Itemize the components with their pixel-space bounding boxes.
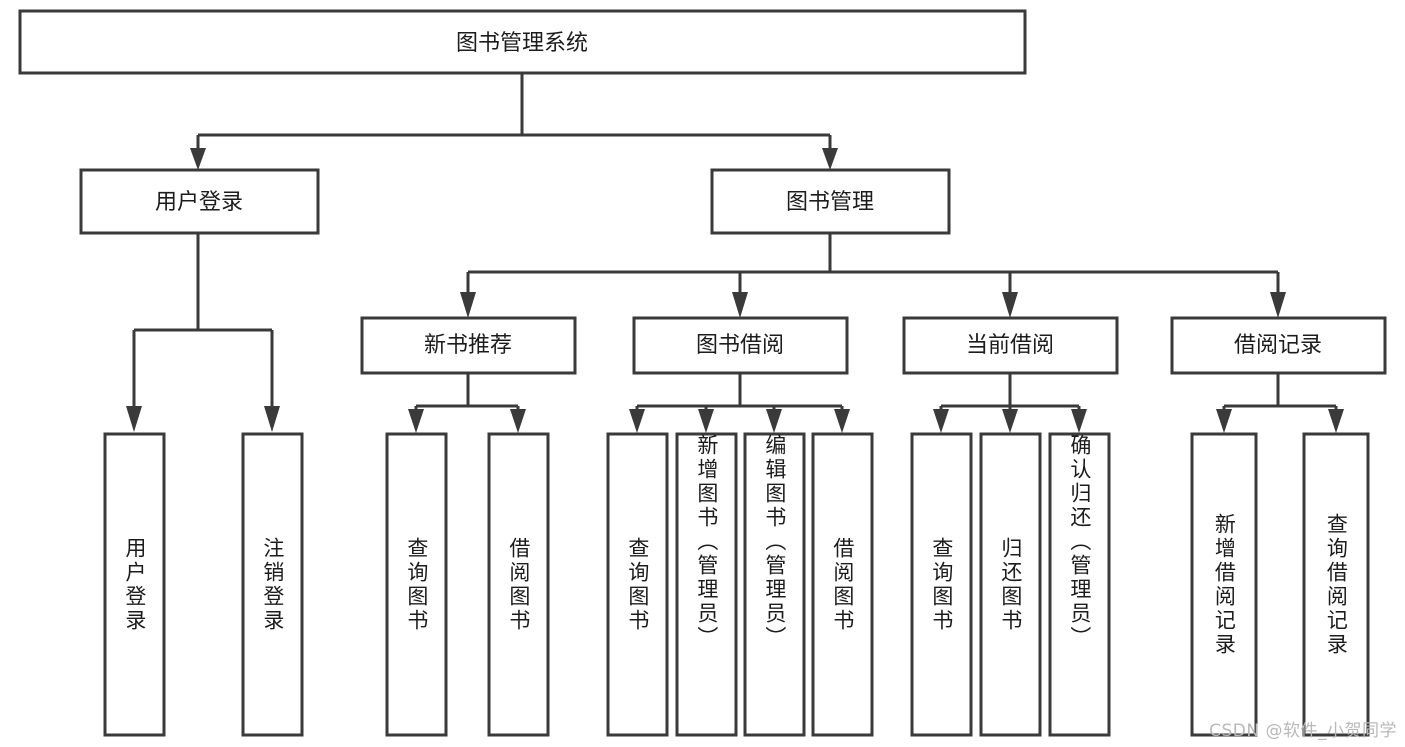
arrow-to-leaf-user-login xyxy=(126,406,142,432)
arrow-to-leaf-logout xyxy=(264,406,280,432)
leaf-box-current-return[interactable] xyxy=(979,432,1042,737)
arrow-to-current-leaf-1 xyxy=(933,409,949,433)
arrow-to-borrow-leaf-3 xyxy=(766,409,782,433)
node-root-system-label: 图书管理系统 xyxy=(456,31,588,56)
leaf-box-logout[interactable] xyxy=(241,432,304,737)
node-book-borrow[interactable]: 图书借阅 xyxy=(632,316,849,375)
node-book-management[interactable]: 图书管理 xyxy=(710,168,951,235)
arrow-to-user-login xyxy=(190,148,206,170)
arrow-to-borrow-leaf-4 xyxy=(834,409,850,433)
leaf-box-borrow-lend[interactable] xyxy=(811,432,874,737)
node-book-management-label: 图书管理 xyxy=(786,190,874,215)
node-user-login-label: 用户登录 xyxy=(155,190,243,215)
node-new-book-recommend[interactable]: 新书推荐 xyxy=(360,316,577,375)
arrow-to-record-leaf-1 xyxy=(1216,409,1232,433)
leaf-box-record-query[interactable] xyxy=(1302,432,1370,737)
arrow-to-recommend-leaf-1 xyxy=(408,409,424,433)
arrow-to-new-book-recommend xyxy=(460,292,476,318)
arrow-to-current-leaf-2 xyxy=(1002,409,1018,433)
node-book-borrow-label: 图书借阅 xyxy=(696,333,784,358)
leaf-box-borrow-query[interactable] xyxy=(606,432,669,737)
leaf-box-recommend-query[interactable] xyxy=(385,432,448,737)
node-user-login[interactable]: 用户登录 xyxy=(79,168,320,235)
node-current-borrow[interactable]: 当前借阅 xyxy=(902,316,1119,375)
arrow-to-borrow-record xyxy=(1270,292,1286,318)
node-borrow-record[interactable]: 借阅记录 xyxy=(1170,316,1387,375)
leaf-box-current-query[interactable] xyxy=(910,432,973,737)
leaf-box-borrow-add[interactable] xyxy=(675,432,738,737)
leaf-box-record-add[interactable] xyxy=(1190,432,1258,737)
arrow-to-borrow-leaf-1 xyxy=(629,409,645,433)
nodes-layer: 图书管理系统 用户登录 图书管理 新书推荐 图书借阅 当前 xyxy=(18,9,1387,737)
node-current-borrow-label: 当前借阅 xyxy=(966,333,1054,358)
leaf-box-borrow-edit[interactable] xyxy=(743,432,806,737)
arrow-to-record-leaf-2 xyxy=(1328,409,1344,433)
arrow-to-recommend-leaf-2 xyxy=(510,409,526,433)
leaf-box-recommend-borrow[interactable] xyxy=(487,432,550,737)
node-borrow-record-label: 借阅记录 xyxy=(1234,333,1322,358)
leaf-box-current-confirm[interactable] xyxy=(1048,432,1111,737)
arrow-to-current-borrow xyxy=(1002,292,1018,318)
watermark-text: CSDN @软件_小贺同学 xyxy=(1209,721,1397,741)
node-new-book-recommend-label: 新书推荐 xyxy=(424,333,512,358)
arrow-to-current-leaf-3 xyxy=(1071,409,1087,433)
arrow-to-book-management xyxy=(822,148,838,170)
arrow-to-book-borrow xyxy=(732,292,748,318)
node-root-system[interactable]: 图书管理系统 xyxy=(18,9,1027,75)
leaf-box-user-login[interactable] xyxy=(103,432,166,737)
arrow-to-borrow-leaf-2 xyxy=(698,409,714,433)
connectors-layer xyxy=(126,74,1344,433)
